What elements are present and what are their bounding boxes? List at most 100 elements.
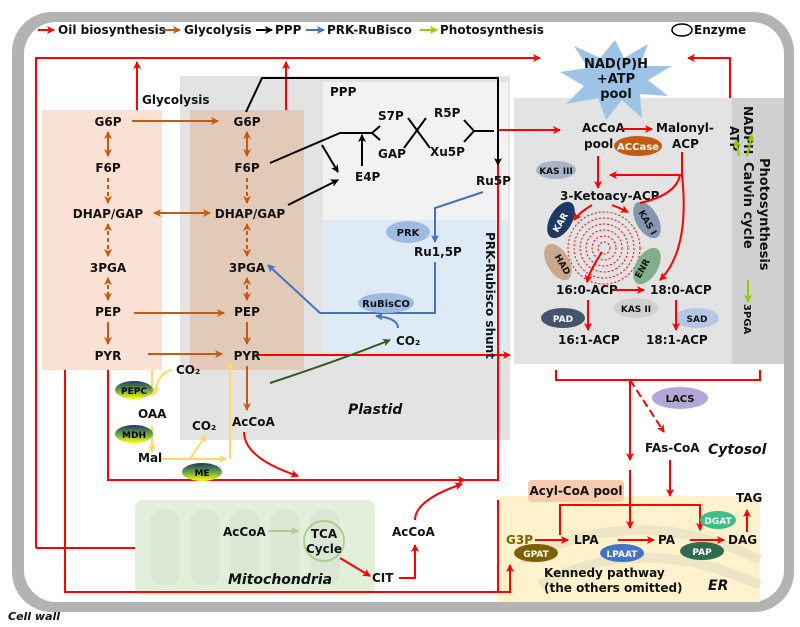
fas-cycle-icon [567, 211, 641, 285]
enzyme-kar [547, 201, 575, 239]
metabolite-xu5p: Xu5P [430, 145, 465, 159]
enzyme-pap [680, 542, 724, 560]
metabolite-dag: DAG [728, 533, 757, 547]
pool-label-2: +ATP [597, 72, 635, 87]
metabolite-18-0-acp: 18:0-ACP [650, 283, 712, 297]
ppp-label: PPP [330, 85, 357, 99]
metabolite-pep: PEP [95, 305, 121, 319]
enzyme-mdh-label: MDH [122, 431, 146, 441]
enzyme-accase [614, 136, 662, 156]
enzyme-sad [675, 308, 719, 328]
plastid-glycolysis: G6P F6P DHAP/GAP 3PGA PEP PYR [215, 115, 286, 363]
metabolite-r5p: R5P [434, 106, 461, 120]
tca-label-2: Cycle [306, 542, 342, 556]
metabolite-accoa-pool-2: pool [584, 137, 613, 151]
metabolite-e4p: E4P [355, 170, 381, 184]
metabolite-3pga: 3PGA [90, 261, 127, 275]
enzyme-enr [633, 247, 661, 285]
acyl-coa-pool-box [528, 480, 624, 502]
enzyme-pepc-label: PEPC [121, 387, 147, 397]
metabolite-nadph: NADPH [741, 106, 755, 154]
cytosol-label: Cytosol [708, 442, 767, 458]
cell-wall-label: Cell wall [8, 610, 60, 623]
metabolite-g3p: G3P [506, 533, 533, 547]
enzyme-prk [386, 221, 430, 243]
metabolite-f6p-plastid: F6P [234, 161, 260, 175]
metabolite-lpa: LPA [574, 533, 599, 547]
metabolite-fas-coa: FAs-CoA [645, 441, 700, 455]
tca-cycle-icon [303, 520, 345, 562]
metabolite-atp: ATP [727, 126, 741, 152]
enzyme-kas1 [633, 201, 661, 239]
enzyme-lacs [652, 387, 708, 409]
kennedy-pathway-label-2: (the others omitted) [544, 581, 683, 595]
enzyme-dgat [700, 511, 736, 529]
metabolite-co2-plastid: CO₂ [396, 334, 420, 348]
metabolite-co2-b: CO₂ [192, 419, 216, 433]
enzyme-lacs-label: LACS [666, 394, 695, 405]
enzyme-kas3 [536, 161, 576, 179]
acyl-coa-pool-label: Acyl-CoA pool [529, 484, 622, 498]
metabolite-g6p: G6P [95, 115, 122, 129]
photosynthesis-label: Photosynthesis [756, 158, 771, 271]
prk-shunt-label: PRK-Rubisco shunt [483, 232, 497, 359]
metabolite-dhap-gap: DHAP/GAP [73, 207, 144, 221]
metabolite-3pga-calvin: 3PGA [741, 304, 752, 334]
enzyme-gpat [514, 544, 558, 562]
cytosol-glycolysis: G6P F6P DHAP/GAP 3PGA PEP PYR [73, 115, 144, 363]
legend-oil: Oil biosynthesis [58, 23, 166, 37]
cytosol-glycolysis-box [42, 110, 162, 370]
plastid-label: Plastid [348, 402, 403, 418]
metabolite-oaa: OAA [138, 407, 167, 421]
metabolite-s7p: S7P [378, 109, 404, 123]
mitochondria-label: Mitochondria [228, 572, 332, 588]
metabolite-ru5p: Ru5P [476, 174, 511, 188]
enzyme-kas2-label: KAS II [621, 305, 651, 315]
metabolite-accoa-cyto: AcCoA [392, 525, 435, 539]
metabolite-accoa-pool-1: AcCoA [582, 121, 625, 135]
metabolite-pep-plastid: PEP [234, 305, 260, 319]
enzyme-kas3-label: KAS III [539, 167, 573, 177]
enzyme-prk-label: PRK [397, 228, 421, 239]
metabolite-16-1-acp: 16:1-ACP [558, 333, 620, 347]
metabolite-mal: Mal [138, 451, 162, 465]
enzyme-lpaat-label: LPAAT [607, 550, 639, 560]
metabolite-3pga-plastid: 3PGA [229, 261, 266, 275]
kennedy-pathway-label-1: Kennedy pathway [544, 566, 665, 580]
enzyme-pap-label: PAP [692, 548, 712, 558]
legend-ppp: PPP [275, 23, 302, 37]
enzyme-mdh [115, 425, 153, 443]
ppp-compartment [323, 82, 508, 220]
metabolite-malonyl-2: ACP [672, 137, 699, 151]
enzyme-dgat-label: DGAT [704, 517, 732, 527]
metabolite-ketoacyl-acp: 3-Ketoacy-ACP [560, 189, 660, 203]
enzyme-accase-label: ACCase [617, 142, 659, 153]
enzyme-sad-label: SAD [687, 315, 708, 325]
metabolite-16-0-acp: 16:0-ACP [556, 283, 618, 297]
enzyme-had [544, 243, 572, 281]
er-label: ER [708, 578, 728, 594]
metabolite-pa: PA [658, 533, 676, 547]
legend-photosynthesis: Photosynthesis [440, 23, 544, 37]
enzyme-legend-icon [671, 23, 693, 37]
enzyme-pad [541, 308, 585, 328]
enzyme-pepc [115, 381, 153, 399]
metabolite-tag: TAG [736, 491, 762, 505]
enzyme-rubisco-label: RuBisCO [362, 299, 410, 310]
enzyme-gpat-label: GPAT [523, 550, 549, 560]
enzyme-me [182, 463, 222, 481]
metabolite-g6p-plastid: G6P [234, 115, 261, 129]
metabolite-gap: GAP [378, 147, 406, 161]
metabolite-malonyl-1: Malonyl- [656, 121, 714, 135]
enzyme-kas2 [614, 298, 658, 318]
metabolite-pyr: PYR [95, 349, 122, 363]
metabolite-cit: CIT [372, 571, 394, 585]
tca-label-1: TCA [311, 527, 338, 541]
metabolite-ru15p: Ru1,5P [414, 245, 462, 259]
nadph-atp-pool-star [560, 40, 672, 120]
pool-label-3: pool [600, 87, 632, 102]
metabolite-accoa-plastid: AcCoA [232, 415, 275, 429]
calvin-cycle-label: Calvin cycle [740, 162, 755, 249]
glycolysis-label: Glycolysis [142, 93, 209, 107]
